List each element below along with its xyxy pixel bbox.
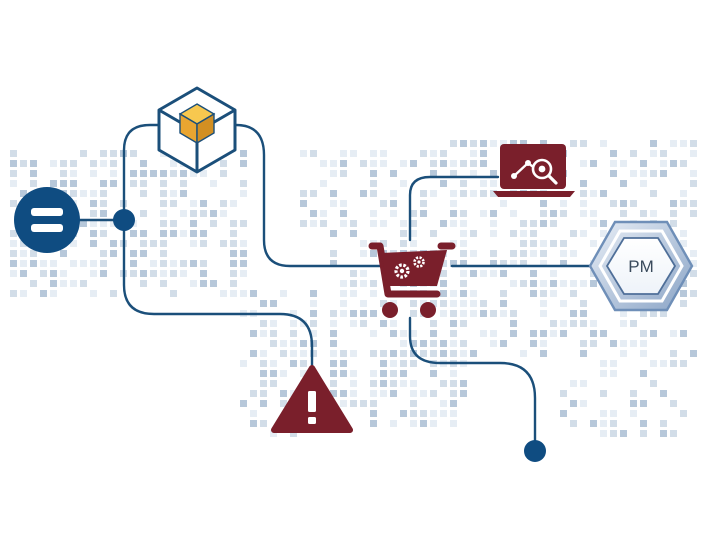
world-map-background [10, 140, 697, 437]
equals-icon [31, 208, 63, 232]
laptop-node[interactable] [493, 144, 575, 197]
line-junction-to-cube [122, 123, 162, 222]
laptop-analytics-search-icon [493, 144, 575, 197]
line-cube-to-cart [234, 123, 382, 268]
junction-dot [113, 209, 135, 231]
cart-node[interactable] [368, 242, 456, 318]
cube-node[interactable] [157, 86, 237, 174]
warning-triangle-icon [271, 365, 353, 433]
line-cart-to-laptop [408, 175, 500, 242]
warning-node[interactable] [271, 365, 353, 433]
gears-icon [394, 256, 425, 279]
line-junction-to-warning [122, 218, 314, 370]
end-dot-icon [524, 440, 546, 462]
cube-icon [157, 86, 237, 174]
pm-label: PM [628, 257, 654, 276]
shopping-cart-gears-icon [368, 242, 456, 318]
start-node[interactable] [14, 187, 80, 253]
hexagon-badge-icon [588, 220, 694, 312]
connector-lines [68, 123, 592, 452]
pm-node[interactable]: PM [588, 220, 694, 312]
line-cart-to-end [408, 316, 537, 452]
